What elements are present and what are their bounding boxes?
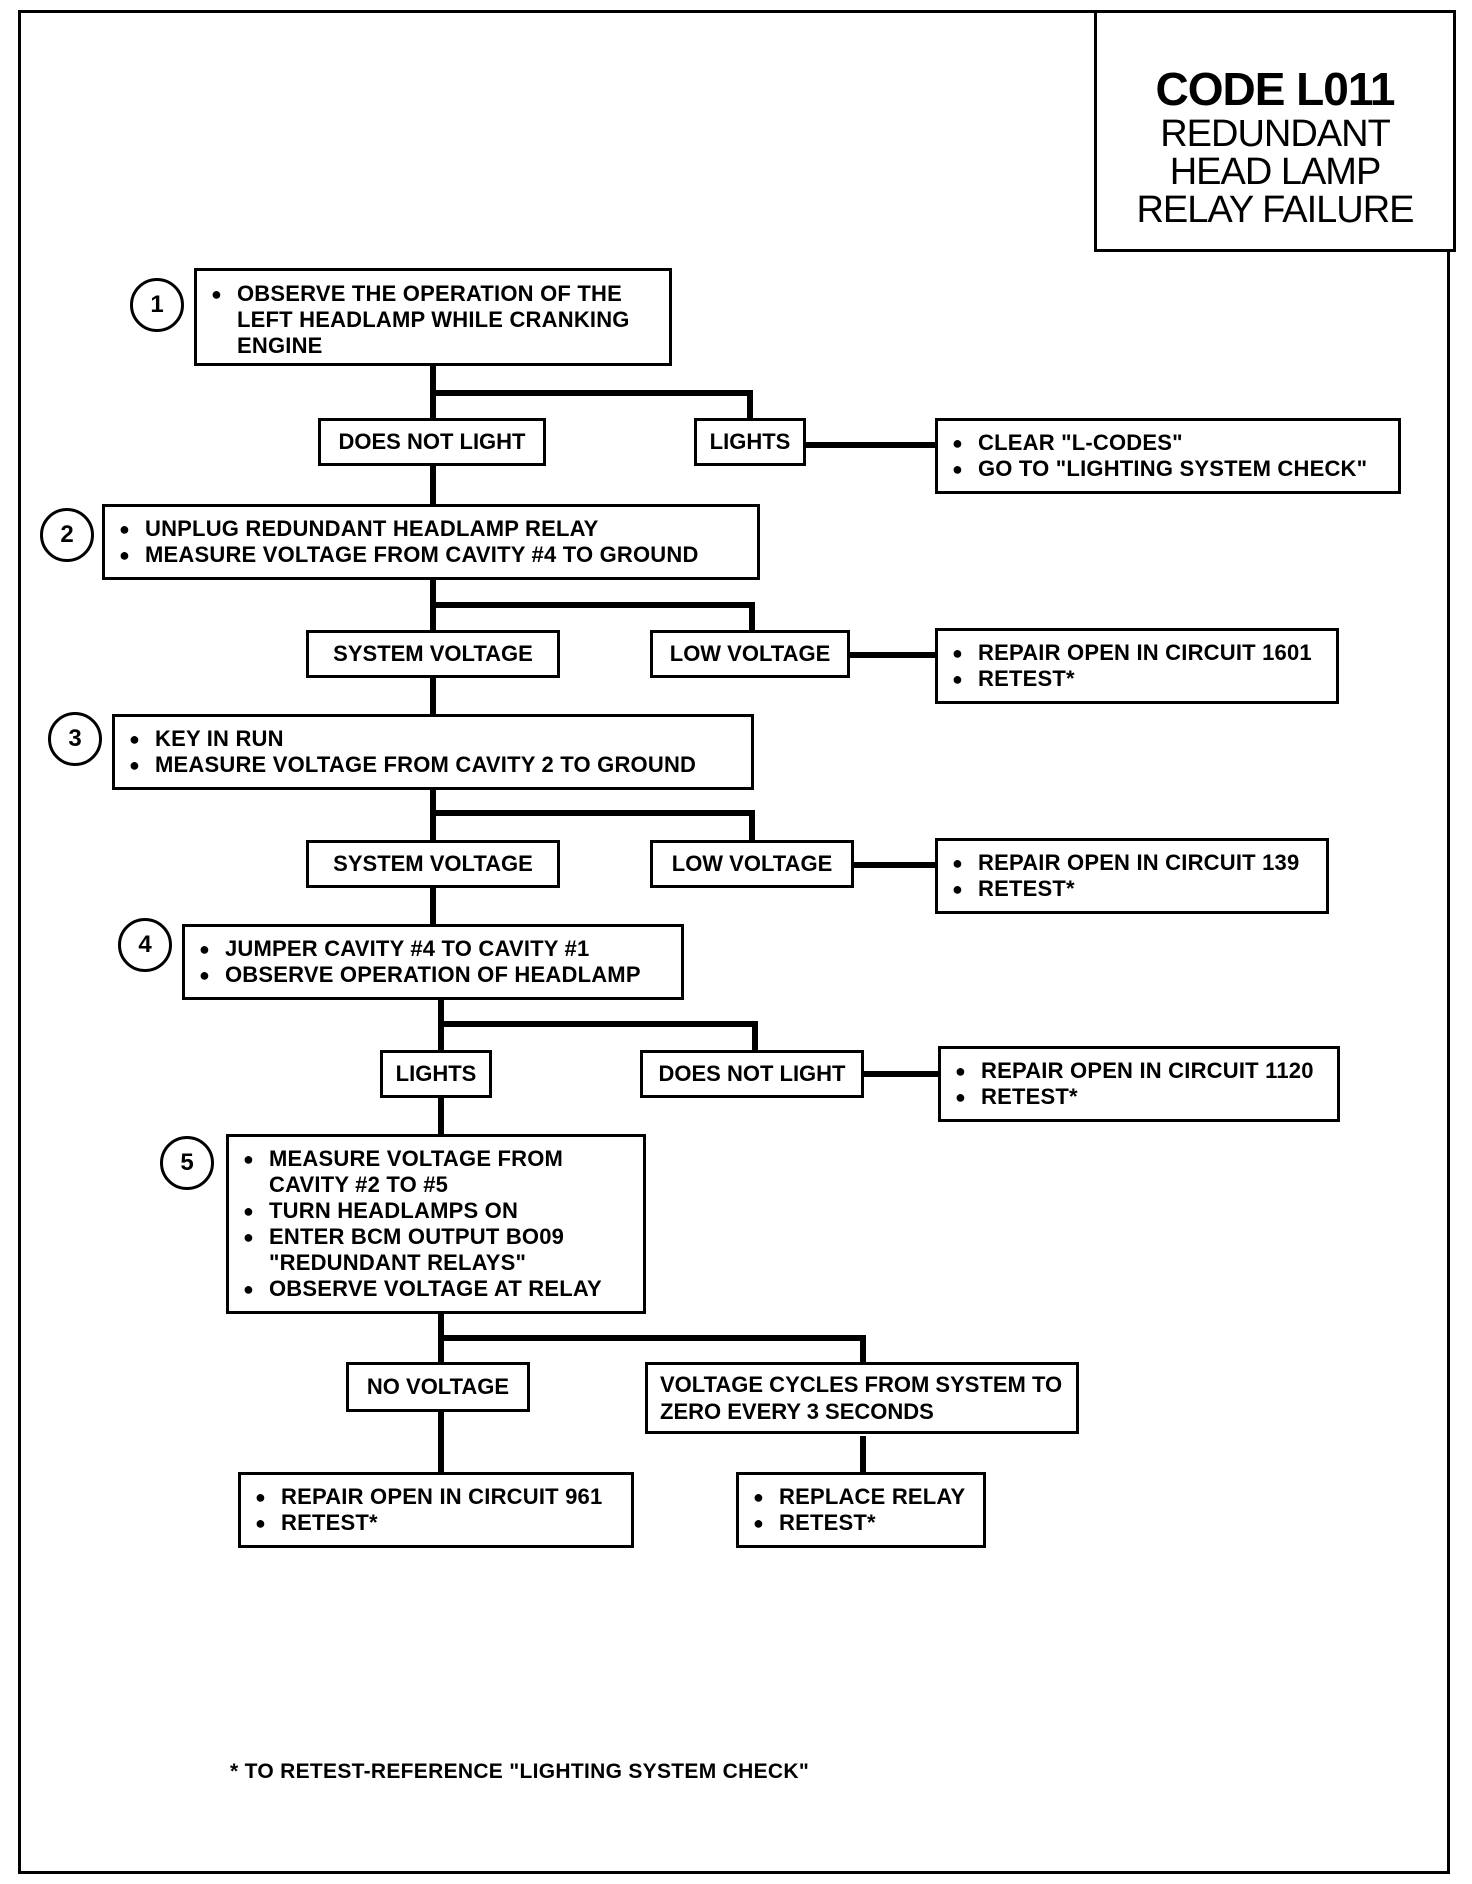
- outcome-5-left-box: REPAIR OPEN IN CIRCUIT 961 RETEST*: [238, 1472, 634, 1548]
- step-2-box: UNPLUG REDUNDANT HEADLAMP RELAY MEASURE …: [102, 504, 760, 580]
- step-4-box: JUMPER CAVITY #4 TO CAVITY #1 OBSERVE OP…: [182, 924, 684, 1000]
- outcome-5-right-item-2: RETEST*: [753, 1510, 969, 1536]
- outcome-5-right-item-1: REPLACE RELAY: [753, 1484, 969, 1510]
- step-3-box: KEY IN RUN MEASURE VOLTAGE FROM CAVITY 2…: [112, 714, 754, 790]
- step-2-number: 2: [40, 508, 94, 562]
- title-line-1: REDUNDANT: [1160, 113, 1391, 155]
- step-5-item-1: MEASURE VOLTAGE FROM CAVITY #2 TO #5: [243, 1146, 629, 1198]
- outcome-5-left-item-1: REPAIR OPEN IN CIRCUIT 961: [255, 1484, 617, 1510]
- step-5-number: 5: [160, 1136, 214, 1190]
- branch-1-left: DOES NOT LIGHT: [318, 418, 546, 466]
- step-4-item-1: JUMPER CAVITY #4 TO CAVITY #1: [199, 936, 667, 962]
- step-2-item-1: UNPLUG REDUNDANT HEADLAMP RELAY: [119, 516, 743, 542]
- title-line-3: RELAY FAILURE: [1136, 189, 1414, 231]
- outcome-1-item-2: GO TO "LIGHTING SYSTEM CHECK": [952, 456, 1384, 482]
- step-5-item-4: OBSERVE VOLTAGE AT RELAY: [243, 1276, 629, 1302]
- outcome-1-item-1: CLEAR "L-CODES": [952, 430, 1384, 456]
- connector-step2-branch: [433, 602, 755, 632]
- step-3-number: 3: [48, 712, 102, 766]
- connector-step3-branch: [433, 810, 755, 842]
- step-3-item-2: MEASURE VOLTAGE FROM CAVITY 2 TO GROUND: [129, 752, 737, 778]
- step-1-number: 1: [130, 278, 184, 332]
- step-2-item-2: MEASURE VOLTAGE FROM CAVITY #4 TO GROUND: [119, 542, 743, 568]
- outcome-4-box: REPAIR OPEN IN CIRCUIT 1120 RETEST*: [938, 1046, 1340, 1122]
- branch-3-left: SYSTEM VOLTAGE: [306, 840, 560, 888]
- outcome-3-item-2: RETEST*: [952, 876, 1312, 902]
- step-3-item-1: KEY IN RUN: [129, 726, 737, 752]
- step-4-number: 4: [118, 918, 172, 972]
- step-4-item-2: OBSERVE OPERATION OF HEADLAMP: [199, 962, 667, 988]
- code-title: CODE L011: [1155, 63, 1396, 115]
- retest-footnote: * TO RETEST-REFERENCE "LIGHTING SYSTEM C…: [230, 1760, 810, 1783]
- connector-step1-branch: [433, 390, 753, 424]
- branch-2-left: SYSTEM VOLTAGE: [306, 630, 560, 678]
- branch-5-right: VOLTAGE CYCLES FROM SYSTEM TO ZERO EVERY…: [645, 1362, 1079, 1434]
- step-5-item-2: TURN HEADLAMPS ON: [243, 1198, 629, 1224]
- page-frame: [18, 10, 1450, 1874]
- outcome-5-right-box: REPLACE RELAY RETEST*: [736, 1472, 986, 1548]
- connector-step4-branch: [441, 1021, 758, 1050]
- branch-2-right: LOW VOLTAGE: [650, 630, 850, 678]
- branch-5-left: NO VOLTAGE: [346, 1362, 530, 1412]
- connector-step5-branch: [441, 1335, 866, 1364]
- outcome-2-box: REPAIR OPEN IN CIRCUIT 1601 RETEST*: [935, 628, 1339, 704]
- outcome-4-item-1: REPAIR OPEN IN CIRCUIT 1120: [955, 1058, 1323, 1084]
- outcome-2-item-1: REPAIR OPEN IN CIRCUIT 1601: [952, 640, 1322, 666]
- step-1-box: OBSERVE THE OPERATION OF THE LEFT HEADLA…: [194, 268, 672, 366]
- step-5-item-3: ENTER BCM OUTPUT BO09 "REDUNDANT RELAYS": [243, 1224, 629, 1276]
- branch-4-left: LIGHTS: [380, 1050, 492, 1098]
- outcome-2-item-2: RETEST*: [952, 666, 1322, 692]
- branch-4-right: DOES NOT LIGHT: [640, 1050, 864, 1098]
- step-1-item-1: OBSERVE THE OPERATION OF THE LEFT HEADLA…: [211, 281, 655, 359]
- step-5-box: MEASURE VOLTAGE FROM CAVITY #2 TO #5 TUR…: [226, 1134, 646, 1314]
- outcome-3-item-1: REPAIR OPEN IN CIRCUIT 139: [952, 850, 1312, 876]
- branch-3-right: LOW VOLTAGE: [650, 840, 854, 888]
- outcome-4-item-2: RETEST*: [955, 1084, 1323, 1110]
- outcome-5-left-item-2: RETEST*: [255, 1510, 617, 1536]
- branch-1-right: LIGHTS: [694, 418, 806, 466]
- title-block: CODE L011 REDUNDANT HEAD LAMP RELAY FAIL…: [1094, 10, 1456, 252]
- outcome-1-box: CLEAR "L-CODES" GO TO "LIGHTING SYSTEM C…: [935, 418, 1401, 494]
- outcome-3-box: REPAIR OPEN IN CIRCUIT 139 RETEST*: [935, 838, 1329, 914]
- title-line-2: HEAD LAMP: [1169, 151, 1382, 193]
